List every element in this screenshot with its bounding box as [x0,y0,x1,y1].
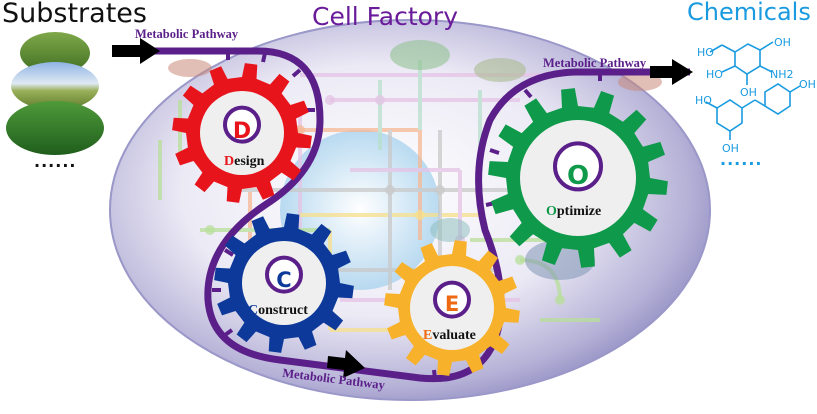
metabolic-pathway-line [112,47,690,383]
evaluate-letter-badge: E [444,292,460,316]
arrow-bottom [327,350,365,378]
gear-badge-ring [433,280,471,319]
gear-label-construct: Construct [248,303,308,318]
arrow-left-in [112,38,160,64]
wheat-plants-image [6,101,104,155]
gear-badge-ring [265,255,303,294]
substrate-images [6,32,104,155]
construct-letter-badge: C [276,268,292,292]
pathway-label-top-left: Metabolic Pathway [135,27,239,41]
gear-construct [214,213,354,353]
gear-label-evaluate: Evaluate [423,328,476,343]
gear-optimize [488,88,668,268]
gear-label-design: Design [224,154,265,169]
svg-text:HO: HO [706,68,723,81]
svg-text:OH: OH [799,78,816,91]
chemical-atom-labels: HO OH HO NH2 OH HO OH OH [695,36,816,155]
protein-structures [168,40,662,280]
gear-design [172,63,312,203]
gear-label-optimize: Optimize [546,204,602,219]
svg-text:OH: OH [774,36,791,49]
svg-text:HO: HO [697,46,714,59]
svg-text:OH: OH [722,142,739,155]
gears-group [172,63,668,376]
chemicals-more: ...... [720,150,763,169]
arrow-right-out [650,59,693,85]
gear-badge-ring [553,141,603,192]
svg-text:NH2: NH2 [770,68,794,81]
substrates-title: Substrates [2,0,147,29]
svg-text:OH: OH [740,86,757,99]
glucosamine-structure [709,41,774,85]
optimize-letter-badge: O [566,161,590,191]
svg-text:HO: HO [695,94,712,107]
chemicals-title: Chemicals [687,0,811,26]
gear-badge-ring [223,105,261,144]
substrates-more: ...... [34,152,77,171]
wheat-field-sky-image [11,62,99,110]
gear-evaluate [384,240,520,376]
cell-factory-title: Cell Factory [312,2,458,31]
design-letter-badge: D [232,119,252,144]
grass-field-image [20,32,90,74]
pathway-label-top-right: Metabolic Pathway [543,56,647,70]
resveratrol-analog-structure [705,83,801,140]
